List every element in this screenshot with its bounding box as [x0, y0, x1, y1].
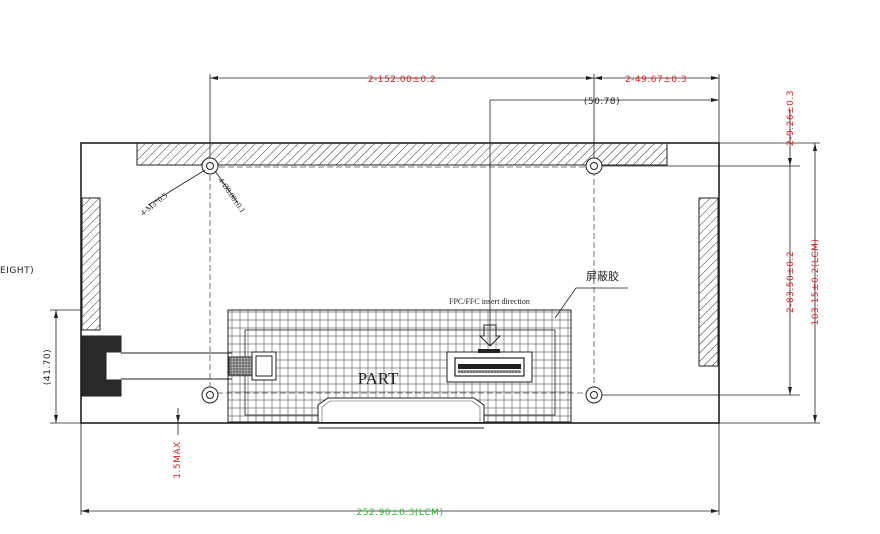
dim-reference-50-78: (50.78) — [584, 97, 620, 107]
fpc-direction-arrow — [478, 324, 502, 347]
mount-hole-bottom-left — [201, 386, 219, 404]
fpc-tab — [317, 397, 485, 422]
fpc-connector-pins — [458, 370, 521, 373]
dim-reference-41-70: (41.70) — [43, 349, 53, 385]
fpc-connector-latch — [478, 349, 500, 353]
dim-thickness-max: 1.5MAX — [173, 441, 183, 478]
dimension-arrows — [54, 76, 817, 513]
left-connector-block — [81, 335, 122, 397]
left-hatched-strip — [81, 197, 101, 331]
top-hatched-strip — [136, 142, 668, 166]
fpc-connector-slot — [458, 364, 521, 369]
shield-tape-label: 屏蔽胶 — [586, 269, 619, 283]
dim-hole-pitch-horizontal: 2-152.00±0.2 — [368, 75, 436, 85]
mount-hole-bottom-right — [585, 386, 603, 404]
left-cut-label: EIGHT) — [0, 266, 34, 276]
screw-spec-label: 4-M3*0.5 — [139, 191, 170, 218]
dim-lcm-width: 252.90±0.3(LCM) — [357, 508, 444, 518]
dim-hole-pitch-vertical: 2-83.50±0.2 — [786, 251, 796, 313]
mount-hole-top-right — [585, 157, 603, 175]
fpc-tab-inner — [321, 400, 481, 422]
mount-hole-top-left — [201, 157, 219, 175]
dim-hole-offset-right: 2-49.67±0.3 — [625, 75, 687, 85]
small-connector-inner — [255, 355, 273, 377]
dim-hole-offset-top: 2-9.26±0.3 — [786, 90, 796, 146]
right-hatched-strip — [698, 197, 719, 367]
hole-spec-label: 4-Ø8.00±0.1 — [216, 176, 247, 215]
dimension-lines — [50, 74, 820, 515]
fpc-direction-label: FPC/FFC insert direction — [449, 297, 530, 306]
dim-lcm-height: 103.15±0.2(LCM) — [811, 239, 821, 326]
part-label: PART — [358, 369, 399, 388]
